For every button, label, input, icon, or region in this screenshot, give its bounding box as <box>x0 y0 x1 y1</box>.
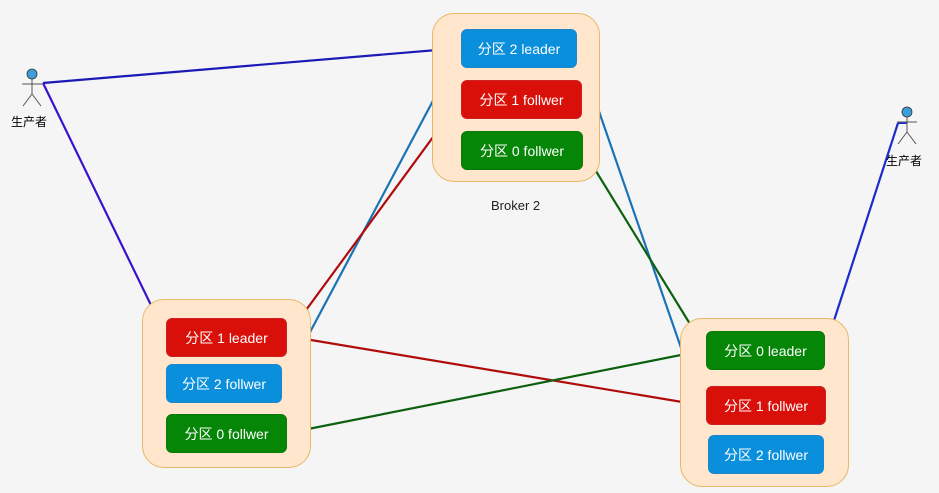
broker-left-partition-2-follower[interactable]: 分区 2 follwer <box>166 364 282 403</box>
broker-2-partition-1-follower[interactable]: 分区 1 follwer <box>461 80 582 119</box>
edge-p2-leader-to-left-follower <box>282 47 462 385</box>
edge-p1-leader-to-right-follower <box>286 334 708 410</box>
broker-right-partition-2-follower[interactable]: 分区 2 follwer <box>708 435 824 474</box>
edge-producer-to-p2-leader <box>42 43 463 85</box>
broker-2-partition-0-follower[interactable]: 分区 0 follwer <box>461 131 583 170</box>
producer-left-label: 生产者 <box>11 115 48 129</box>
broker-right-partition-0-leader[interactable]: 分区 0 leader <box>706 331 825 370</box>
producer-left-actor-icon <box>22 68 42 107</box>
broker-left-partition-1-leader[interactable]: 分区 1 leader <box>166 318 287 357</box>
broker-2-partition-2-leader[interactable]: 分区 2 leader <box>461 29 577 68</box>
producer-right-label: 生产者 <box>886 154 923 168</box>
edge-p0-leader-to-left-follower <box>286 348 707 437</box>
edge-producer-to-p0-leader <box>825 122 900 341</box>
broker-2-label: Broker 2 <box>491 198 541 213</box>
edge-p0-leader-to-broker2-follower <box>581 148 707 351</box>
broker-right-partition-1-follower[interactable]: 分区 1 follwer <box>706 386 826 425</box>
producer-right-actor-icon <box>897 106 917 145</box>
edge-producer-to-p1-leader <box>42 82 167 338</box>
broker-left-partition-0-follower[interactable]: 分区 0 follwer <box>166 414 287 453</box>
